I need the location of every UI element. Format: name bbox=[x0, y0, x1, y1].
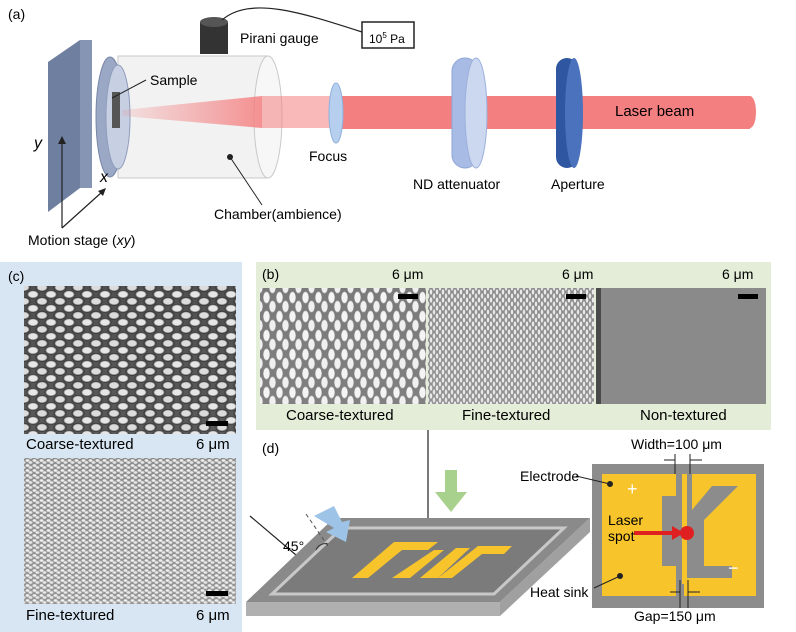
panel-d-label: (d) bbox=[262, 440, 280, 456]
b-scalebar-2 bbox=[566, 294, 586, 299]
pressure-display bbox=[361, 21, 415, 49]
laser-spot-label-2: spot bbox=[608, 528, 635, 544]
panel-c: (c) Coarse-textured 6 μm Fine-textured 6… bbox=[0, 262, 242, 632]
device-schematic bbox=[246, 430, 764, 616]
axis-y-label: y bbox=[34, 135, 42, 152]
aperture-label: Aperture bbox=[551, 176, 605, 192]
b-coarse-sem-image bbox=[260, 288, 426, 404]
panel-b-label: (b) bbox=[262, 266, 280, 282]
b-scale-3: 6 μm bbox=[722, 266, 754, 282]
pressure-readout: 105 Pa bbox=[369, 31, 405, 46]
b-scale-2: 6 μm bbox=[562, 266, 594, 282]
laser-beam bbox=[262, 96, 335, 128]
green-arrow bbox=[435, 492, 467, 512]
b-scale-1: 6 μm bbox=[392, 266, 424, 282]
b-scalebar-3 bbox=[738, 294, 758, 299]
panel-c-label: (c) bbox=[8, 268, 25, 284]
panel-b: (b) 6 μm 6 μm 6 μm Coarse-textured Fine-… bbox=[256, 262, 771, 430]
b-scalebar-1 bbox=[398, 294, 418, 299]
gap-label: Gap=150 μm bbox=[634, 608, 716, 624]
pirani-gauge-label: Pirani gauge bbox=[240, 30, 319, 46]
c-caption-coarse: Coarse-textured bbox=[26, 436, 134, 453]
panel-a-label: (a) bbox=[8, 6, 26, 22]
b-caption-coarse: Coarse-textured bbox=[286, 407, 394, 424]
width-label: Width=100 μm bbox=[631, 436, 722, 452]
focus-label: Focus bbox=[309, 148, 348, 164]
sample-icon bbox=[112, 92, 120, 128]
blue-arrow bbox=[314, 506, 350, 542]
plus-sign: + bbox=[627, 479, 638, 499]
beam-cone bbox=[122, 96, 262, 128]
b-non-textured-sem-image bbox=[596, 288, 766, 404]
c-scalebar-1 bbox=[206, 421, 228, 426]
angle-label: 45° bbox=[283, 538, 305, 554]
c-caption-fine: Fine-textured bbox=[26, 607, 115, 624]
setup-schematic bbox=[48, 7, 756, 229]
c-scale-fine: 6 μm bbox=[196, 607, 230, 624]
electrode-pattern bbox=[352, 542, 512, 578]
minus-sign: − bbox=[728, 558, 739, 578]
c-fine-sem-image bbox=[24, 458, 236, 604]
c-scale-coarse: 6 μm bbox=[196, 436, 230, 453]
sample-label: Sample bbox=[150, 72, 198, 88]
motion-stage-label: Motion stage (xy) bbox=[28, 232, 136, 248]
focus-lens bbox=[328, 82, 344, 144]
b-caption-non: Non-textured bbox=[640, 407, 727, 424]
axis-x-label: x bbox=[100, 169, 108, 186]
nd-attenuator-label: ND attenuator bbox=[413, 176, 501, 192]
heat-sink-label: Heat sink bbox=[530, 584, 589, 600]
b-caption-fine: Fine-textured bbox=[462, 407, 551, 424]
b-fine-sem-image bbox=[428, 288, 594, 404]
laser-beam-label: Laser beam bbox=[615, 103, 695, 120]
motion-stage-plate bbox=[48, 40, 80, 212]
pirani-gauge-icon bbox=[200, 22, 228, 54]
chamber-label: Chamber(ambience) bbox=[214, 206, 342, 222]
c-scalebar-2 bbox=[206, 591, 228, 596]
c-coarse-sem-image bbox=[24, 286, 236, 434]
laser-spot-label-1: Laser bbox=[608, 512, 644, 528]
laser-spot-marker bbox=[680, 526, 694, 540]
electrode-label: Electrode bbox=[520, 468, 580, 484]
